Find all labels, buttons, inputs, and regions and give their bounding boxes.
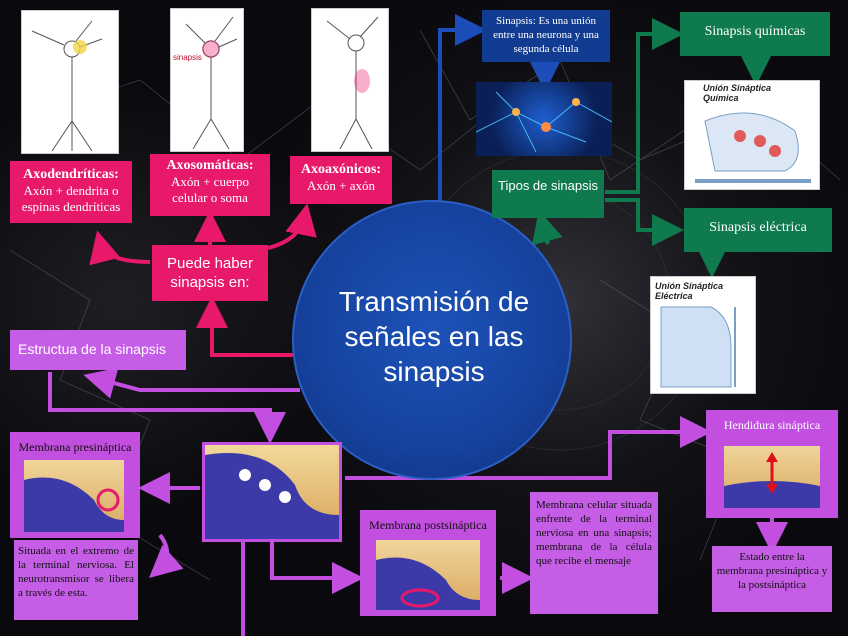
presynaptic-desc-node[interactable]: Situada en el extremo de la terminal ner…: [14, 540, 138, 620]
axosomatic-title: Axosomáticas:: [166, 158, 254, 173]
estructura-node[interactable]: Estructua de la sinapsis: [10, 330, 186, 370]
chemical-synapse-image: Unión Sináptica Química: [684, 80, 820, 190]
axodendritic-title: Axodendríticas:: [23, 167, 119, 182]
chemical-synapse-node[interactable]: Sinapsis químicas: [680, 12, 830, 56]
chemical-synapse-label: Sinapsis químicas: [704, 24, 806, 39]
axoaxonic-title: Axoaxónicos:: [300, 162, 382, 177]
synaptic-cleft-desc: Estado entre la membrana presináptica y …: [716, 551, 828, 591]
thumb-label: sinapsis: [173, 53, 202, 62]
puede-haber-node[interactable]: Puede haber sinapsis en:: [152, 245, 268, 301]
central-topic-title: Transmisión de señales en las sinapsis: [338, 286, 530, 387]
postsynaptic-desc-node[interactable]: Membrana celular situada enfrente de la …: [530, 492, 658, 614]
chemical-synapse-image-title: Unión Sináptica Química: [703, 83, 772, 103]
postsynaptic-title: Membrana postsináptica: [369, 518, 487, 532]
axoaxonic-node[interactable]: Axoaxónicos: Axón + axón: [290, 156, 392, 204]
presynaptic-title: Membrana presináptica: [18, 440, 132, 454]
axosomatic-text: Axón + cuerpo celular o soma: [170, 174, 250, 205]
electrical-synapse-node[interactable]: Sinapsis eléctrica: [684, 208, 832, 252]
synaptic-cleft-node[interactable]: Hendidura sináptica: [706, 410, 838, 518]
puede-haber-text: Puede haber sinapsis en:: [167, 255, 253, 291]
electrical-synapse-label: Sinapsis eléctrica: [709, 220, 807, 235]
presynaptic-image: [24, 460, 124, 532]
postsynaptic-desc: Membrana celular situada enfrente de la …: [536, 499, 652, 567]
axodendritic-text: Axón + dendrita o espinas dendríticas: [21, 183, 121, 214]
axosomatic-neuron-image: sinapsis: [170, 8, 244, 152]
synaptic-cleft-image: [724, 446, 820, 508]
axoaxonic-neuron-image: [311, 8, 389, 152]
electrical-synapse-image-title: Unión Sináptica Eléctrica: [655, 281, 724, 301]
axodendritic-node[interactable]: Axodendríticas: Axón + dendrita o espina…: [10, 161, 132, 223]
central-topic-node[interactable]: Transmisión de señales en las sinapsis: [292, 200, 572, 480]
postsynaptic-node[interactable]: Membrana postsináptica: [360, 510, 496, 616]
axodendritic-neuron-image: [21, 10, 119, 154]
synaptic-cleft-title: Hendidura sináptica: [723, 418, 821, 432]
axoaxonic-text: Axón + axón: [307, 178, 375, 193]
postsynaptic-image: [376, 540, 480, 610]
axosomatic-node[interactable]: Axosomáticas: Axón + cuerpo celular o so…: [150, 154, 270, 216]
neurons-network-image: [476, 82, 612, 156]
synapse-structure-image: [202, 442, 342, 542]
synapse-types-text: Tipos de sinapsis: [498, 178, 598, 193]
synapse-definition-text: Sinapsis: Es una unión entre una neurona…: [493, 15, 599, 55]
synaptic-cleft-desc-node[interactable]: Estado entre la membrana presináptica y …: [712, 546, 832, 612]
synapse-types-node[interactable]: Tipos de sinapsis: [492, 170, 604, 218]
presynaptic-node[interactable]: Membrana presináptica: [10, 432, 140, 538]
estructura-label: Estructua de la sinapsis: [18, 341, 166, 357]
synapse-definition-node[interactable]: Sinapsis: Es una unión entre una neurona…: [482, 10, 610, 62]
electrical-synapse-image: Unión Sináptica Eléctrica: [650, 276, 756, 394]
presynaptic-desc: Situada en el extremo de la terminal ner…: [18, 545, 134, 599]
